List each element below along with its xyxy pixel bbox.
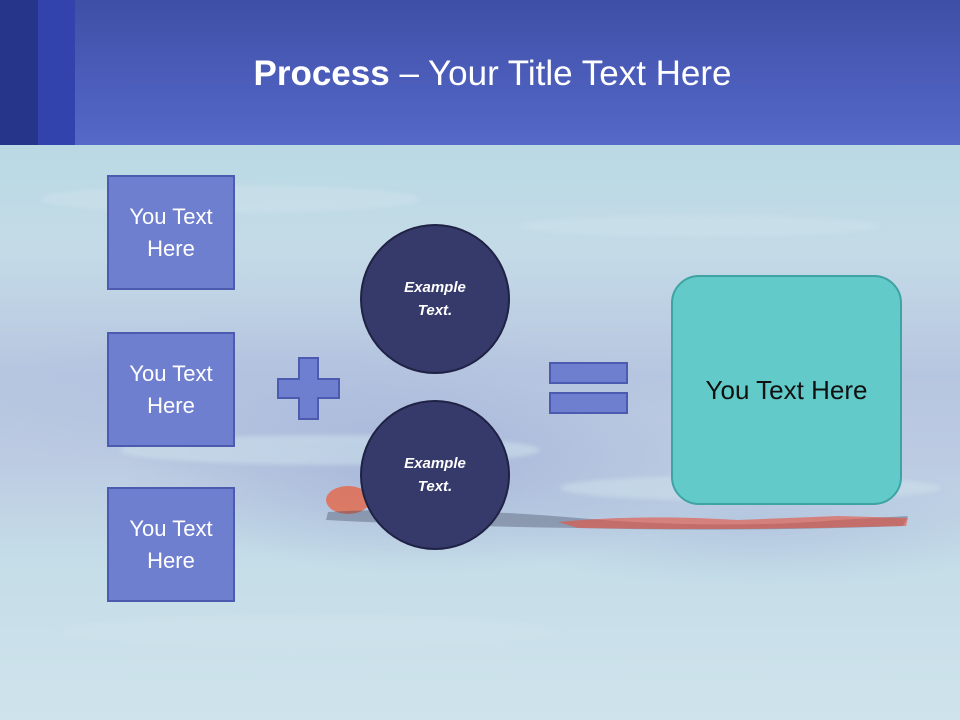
header-accent-dark (0, 0, 38, 145)
header-bar: Process – Your Title Text Here (0, 0, 960, 145)
example-circle-1: Example Text. (360, 224, 510, 374)
input-box-2-label: You Text Here (129, 360, 213, 418)
title-bold: Process (253, 54, 390, 93)
input-box-3-label: You Text Here (129, 515, 213, 573)
result-box: You Text Here (671, 275, 902, 505)
equals-icon (549, 362, 628, 414)
header-accent-mid (38, 0, 75, 145)
input-box-2: You Text Here (107, 332, 235, 447)
result-box-label: You Text Here (705, 374, 868, 405)
input-box-1-label: You Text Here (129, 203, 213, 261)
input-box-3: You Text Here (107, 487, 235, 602)
example-circle-2-label: Example Text. (404, 455, 466, 495)
slide-title: Process – Your Title Text Here (0, 52, 960, 96)
example-circle-1-label: Example Text. (404, 279, 466, 319)
input-box-1: You Text Here (107, 175, 235, 290)
title-rest: – Your Title Text Here (389, 54, 732, 93)
example-circle-2: Example Text. (360, 400, 510, 550)
plus-icon (277, 357, 340, 420)
